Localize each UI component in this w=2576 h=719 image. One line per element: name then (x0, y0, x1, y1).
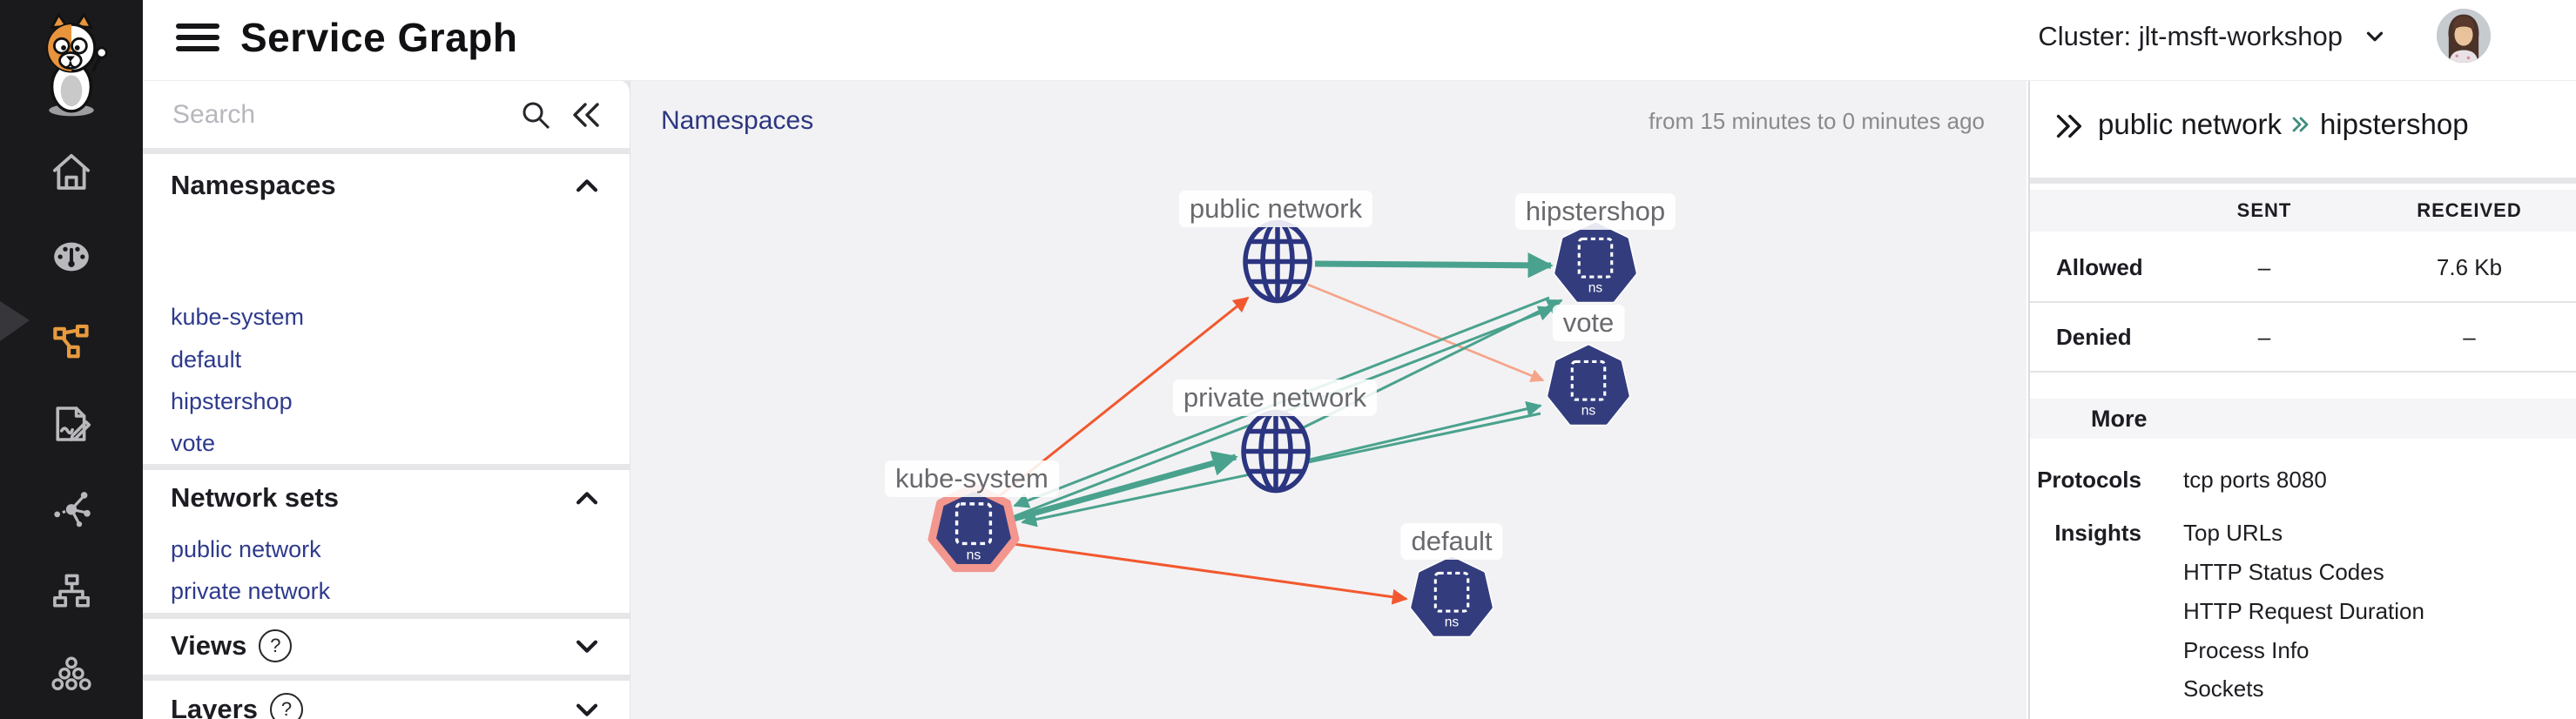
breadcrumb-target[interactable]: hipstershop (2319, 108, 2469, 140)
layers-label: Layers (171, 694, 258, 719)
search-bar (143, 80, 630, 148)
more-label: More (2091, 405, 2148, 432)
insight-top-urls[interactable]: Top URLs (2183, 520, 2283, 546)
insight-http-status-codes[interactable]: HTTP Status Codes (2183, 559, 2384, 585)
edge-kube-system-to-private-network[interactable] (1003, 450, 1238, 525)
graph-label-default[interactable]: default (1400, 523, 1503, 560)
sidebar-panel: Namespaces kube-system default hipstersh… (143, 80, 631, 719)
table-row-denied: Denied – – (2030, 303, 2576, 371)
icon-rail (0, 0, 143, 719)
allowed-sent-value: – (2257, 253, 2271, 280)
graph-label-kube-system[interactable]: kube-system (885, 460, 1059, 497)
sidebar-item-kube-system[interactable]: kube-system (171, 304, 305, 330)
column-received: RECEIVED (2417, 199, 2522, 221)
ns-badge: ns (967, 548, 981, 563)
breadcrumb-arrow-icon (2292, 117, 2309, 132)
insights-label: Insights (2054, 520, 2141, 546)
graph-canvas[interactable]: Namespaces from 15 minutes to 0 minutes … (630, 80, 2026, 719)
layers-section: Layers ? (143, 681, 630, 719)
time-range-label: from 15 minutes to 0 minutes ago (1649, 108, 1985, 134)
namespaces-section: Namespaces kube-system default hipstersh… (143, 154, 630, 464)
cluster-selector[interactable]: Cluster: jlt-msft-workshop (2038, 21, 2388, 52)
page-title: Service Graph (240, 15, 518, 60)
graph-label-hipstershop[interactable]: hipstershop (1514, 193, 1676, 230)
details-header: public network hipstershop (2030, 80, 2576, 178)
protocols-value: tcp ports 8080 (2183, 467, 2327, 493)
denied-received-value: – (2463, 323, 2476, 350)
network-sets-section-title: Network sets (171, 482, 339, 513)
views-help-icon[interactable]: ? (259, 629, 293, 662)
views-section-title: Views ? (171, 629, 293, 662)
sidebar-item-vote[interactable]: vote (171, 430, 216, 456)
protocols-label: Protocols (2037, 467, 2141, 493)
graph-node-vote[interactable]: ns (1543, 342, 1634, 437)
collapse-network-sets-icon[interactable] (570, 482, 604, 515)
expand-layers-icon[interactable] (570, 693, 604, 719)
allowed-label: Allowed (2056, 253, 2143, 280)
access-policies-icon[interactable] (44, 396, 99, 452)
edge-kube-system-to-default[interactable] (1013, 542, 1408, 605)
sidebar-item-default[interactable]: default (171, 346, 242, 373)
search-icon[interactable] (516, 96, 555, 138)
layers-section-title: Layers ? (171, 693, 303, 719)
denied-label: Denied (2056, 323, 2132, 350)
edge-details-panel: public network hipstershop SENT RECEIVED… (2028, 80, 2576, 719)
views-label: Views (171, 630, 247, 661)
graph-node-hipstershop[interactable]: ns (1550, 219, 1641, 314)
edge-private-network-to-vote[interactable] (1309, 400, 1542, 461)
graph-node-private-network[interactable] (1236, 406, 1316, 502)
user-avatar[interactable] (2437, 9, 2491, 63)
layers-help-icon[interactable]: ? (269, 693, 303, 719)
collapse-panel-icon[interactable] (569, 97, 605, 137)
cluster-selector-label: Cluster: jlt-msft-workshop (2038, 21, 2343, 51)
graph-node-default[interactable]: ns (1406, 554, 1497, 648)
top-bar: Service Graph Cluster: jlt-msft-workshop (143, 0, 2576, 81)
namespaces-section-title: Namespaces (171, 170, 336, 200)
ns-badge: ns (1588, 281, 1603, 296)
traffic-table-header: SENT RECEIVED (2030, 190, 2576, 232)
divider (2030, 371, 2576, 373)
sidebar-item-public-network[interactable]: public network (171, 536, 321, 562)
allowed-received-value: 7.6 Kb (2436, 253, 2503, 280)
pods-icon[interactable] (44, 648, 99, 703)
column-sent: SENT (2236, 199, 2292, 221)
collapse-details-icon[interactable] (2051, 110, 2086, 147)
chevron-down-icon (2366, 31, 2384, 42)
sidebar-item-hipstershop[interactable]: hipstershop (171, 388, 293, 414)
hierarchy-icon[interactable] (44, 564, 99, 620)
graph-label-private-network[interactable]: private network (1172, 380, 1378, 416)
home-icon[interactable] (44, 144, 99, 200)
ns-badge: ns (1445, 615, 1460, 630)
insight-sockets[interactable]: Sockets (2183, 675, 2264, 702)
divider (2030, 178, 2576, 184)
edge-public-network-to-hipstershop[interactable] (1314, 252, 1554, 279)
dashboard-icon[interactable] (44, 229, 99, 285)
hamburger-menu-icon[interactable] (176, 24, 219, 57)
graph-label-public-network[interactable]: public network (1178, 191, 1373, 227)
views-section: Views ? (143, 619, 630, 675)
graph-node-kube-system[interactable]: ns (924, 480, 1023, 584)
service-graph-icon[interactable] (44, 314, 99, 370)
network-map-icon[interactable] (44, 480, 99, 535)
divider (2030, 301, 2576, 303)
otter-logo-icon[interactable] (23, 10, 120, 118)
edge-public-network-to-vote[interactable] (1307, 283, 1545, 382)
breadcrumb: public network hipstershop (2098, 108, 2469, 141)
expand-views-icon[interactable] (570, 629, 604, 662)
collapse-namespaces-icon[interactable] (570, 170, 604, 203)
insight-http-request-duration[interactable]: HTTP Request Duration (2183, 598, 2424, 624)
insight-process-info[interactable]: Process Info (2183, 637, 2310, 663)
search-input[interactable] (171, 92, 514, 138)
more-section-header[interactable]: More (2030, 399, 2576, 439)
sidebar-item-private-network[interactable]: private network (171, 578, 331, 604)
canvas-view-label: Namespaces (661, 106, 814, 135)
ns-badge: ns (1581, 404, 1596, 419)
active-nav-marker (0, 301, 30, 341)
table-row-allowed: Allowed – 7.6 Kb (2030, 233, 2576, 301)
denied-sent-value: – (2257, 323, 2271, 350)
breadcrumb-source[interactable]: public network (2098, 108, 2282, 140)
graph-node-public-network[interactable] (1237, 216, 1318, 312)
graph-label-vote[interactable]: vote (1552, 305, 1625, 341)
network-sets-section: Network sets public network private netw… (143, 470, 630, 613)
